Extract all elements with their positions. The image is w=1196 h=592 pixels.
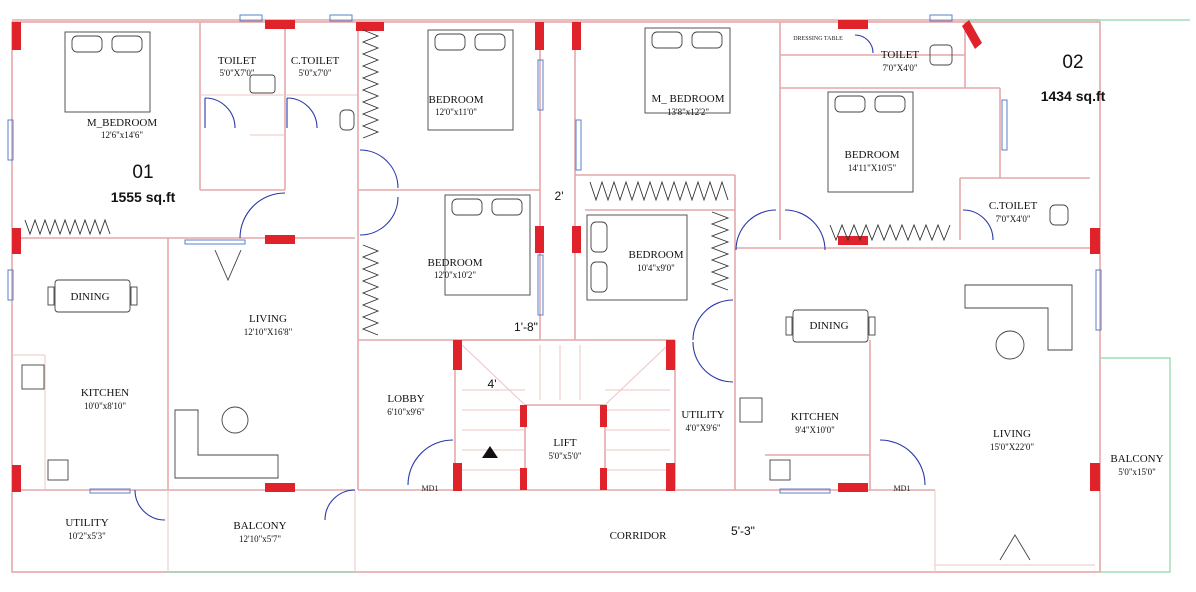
room-kitchen-1-dim: 10'0"x8'10" bbox=[84, 401, 126, 411]
tag-dressing: DRESSING TABLE bbox=[793, 36, 843, 42]
room-living-1-dim: 12'10"X16'8" bbox=[244, 327, 293, 337]
room-toilet-2-name: TOILET bbox=[881, 49, 920, 61]
room-bedroom-c-dim: 14'11"X10'5" bbox=[848, 163, 897, 173]
room-kitchen-1-name: KITCHEN bbox=[81, 387, 129, 399]
room-living-1-name: LIVING bbox=[249, 313, 287, 325]
room-dining-1-name: DINING bbox=[70, 291, 109, 303]
room-bedroom-b-dim: 12'0"x10'2" bbox=[434, 270, 476, 280]
room-utility-2-name: UTILITY bbox=[681, 409, 724, 421]
room-kitchen-2-dim: 9'4"X10'0" bbox=[795, 425, 835, 435]
unit-2-area: 1434 sq.ft bbox=[1041, 88, 1106, 104]
room-ctoilet-1-dim: 5'0"x7'0" bbox=[298, 68, 331, 78]
room-balcony-1-dim: 12'10"x5'7" bbox=[239, 534, 281, 544]
room-utility-1-dim: 10'2"x5'3" bbox=[68, 531, 106, 541]
room-toilet-2-dim: 7'0"X4'0" bbox=[882, 63, 917, 73]
room-lift-dim: 5'0"x5'0" bbox=[548, 451, 581, 461]
room-kitchen-2-name: KITCHEN bbox=[791, 411, 839, 423]
room-dining-2-name: DINING bbox=[809, 320, 848, 332]
windows bbox=[7, 14, 1102, 494]
room-lobby-name: LOBBY bbox=[387, 393, 424, 405]
room-corridor-name: CORRIDOR bbox=[610, 530, 668, 542]
furniture bbox=[21, 27, 1073, 561]
room-lift-name: LIFT bbox=[553, 437, 577, 449]
room-utility-2-dim: 4'0"X9'6" bbox=[685, 423, 720, 433]
room-balcony-2-dim: 5'0"x15'0" bbox=[1118, 467, 1156, 477]
room-lobby-dim: 6'10"x9'6" bbox=[387, 407, 425, 417]
room-ctoilet-1-name: C.TOILET bbox=[291, 55, 340, 67]
wardrobes bbox=[24, 29, 951, 336]
room-bedroom-c-name: BEDROOM bbox=[844, 149, 899, 161]
room-bedroom-d-dim: 10'4"x9'0" bbox=[637, 263, 675, 273]
tag-main-door-a: MD1 bbox=[422, 484, 439, 493]
room-ctoilet-2-name: C.TOILET bbox=[989, 200, 1038, 212]
dim-corridor: 5'-3" bbox=[731, 524, 755, 538]
room-m-bedroom-1-name: M_BEDROOM bbox=[87, 117, 158, 129]
tag-main-door-b: MD1 bbox=[894, 484, 911, 493]
room-labels: M_BEDROOM 12'6"x14'6" TOILET 5'0"X7'0" C… bbox=[65, 49, 1163, 544]
unit-1-id: 01 bbox=[132, 162, 153, 183]
room-m-bedroom-2-dim: 13'8"x12'2" bbox=[667, 107, 709, 117]
room-balcony-1-name: BALCONY bbox=[233, 520, 286, 532]
unit-2-id: 02 bbox=[1062, 52, 1083, 73]
interior-walls bbox=[12, 22, 1100, 572]
room-living-2-dim: 15'0"X22'0" bbox=[990, 442, 1034, 452]
room-m-bedroom-2-name: M_ BEDROOM bbox=[651, 93, 724, 105]
room-bedroom-a-dim: 12'0"x11'0" bbox=[435, 107, 477, 117]
dimension-marks: 2' 1'-8" 4' 5'-3" bbox=[488, 189, 755, 538]
room-m-bedroom-1-dim: 12'6"x14'6" bbox=[101, 130, 143, 140]
columns bbox=[12, 20, 1100, 492]
room-utility-1-name: UTILITY bbox=[65, 517, 108, 529]
tags: MD1 MD1 DRESSING TABLE bbox=[422, 36, 911, 493]
room-balcony-2-name: BALCONY bbox=[1110, 453, 1163, 465]
room-bedroom-d-name: BEDROOM bbox=[628, 249, 683, 261]
dim-stair: 4' bbox=[488, 377, 497, 391]
room-bedroom-b-name: BEDROOM bbox=[427, 257, 482, 269]
room-ctoilet-2-dim: 7'0"X4'0" bbox=[995, 214, 1030, 224]
unit-labels: 01 1555 sq.ft 02 1434 sq.ft bbox=[111, 52, 1106, 205]
outer-walls bbox=[11, 19, 1190, 573]
room-bedroom-a-name: BEDROOM bbox=[428, 94, 483, 106]
dim-gap-a: 2' bbox=[555, 189, 564, 203]
room-living-2-name: LIVING bbox=[993, 428, 1031, 440]
dim-gap-b: 1'-8" bbox=[514, 320, 538, 334]
doors bbox=[134, 34, 994, 521]
unit-1-area: 1555 sq.ft bbox=[111, 189, 176, 205]
room-toilet-1-dim: 5'0"X7'0" bbox=[219, 68, 254, 78]
room-toilet-1-name: TOILET bbox=[218, 55, 257, 67]
